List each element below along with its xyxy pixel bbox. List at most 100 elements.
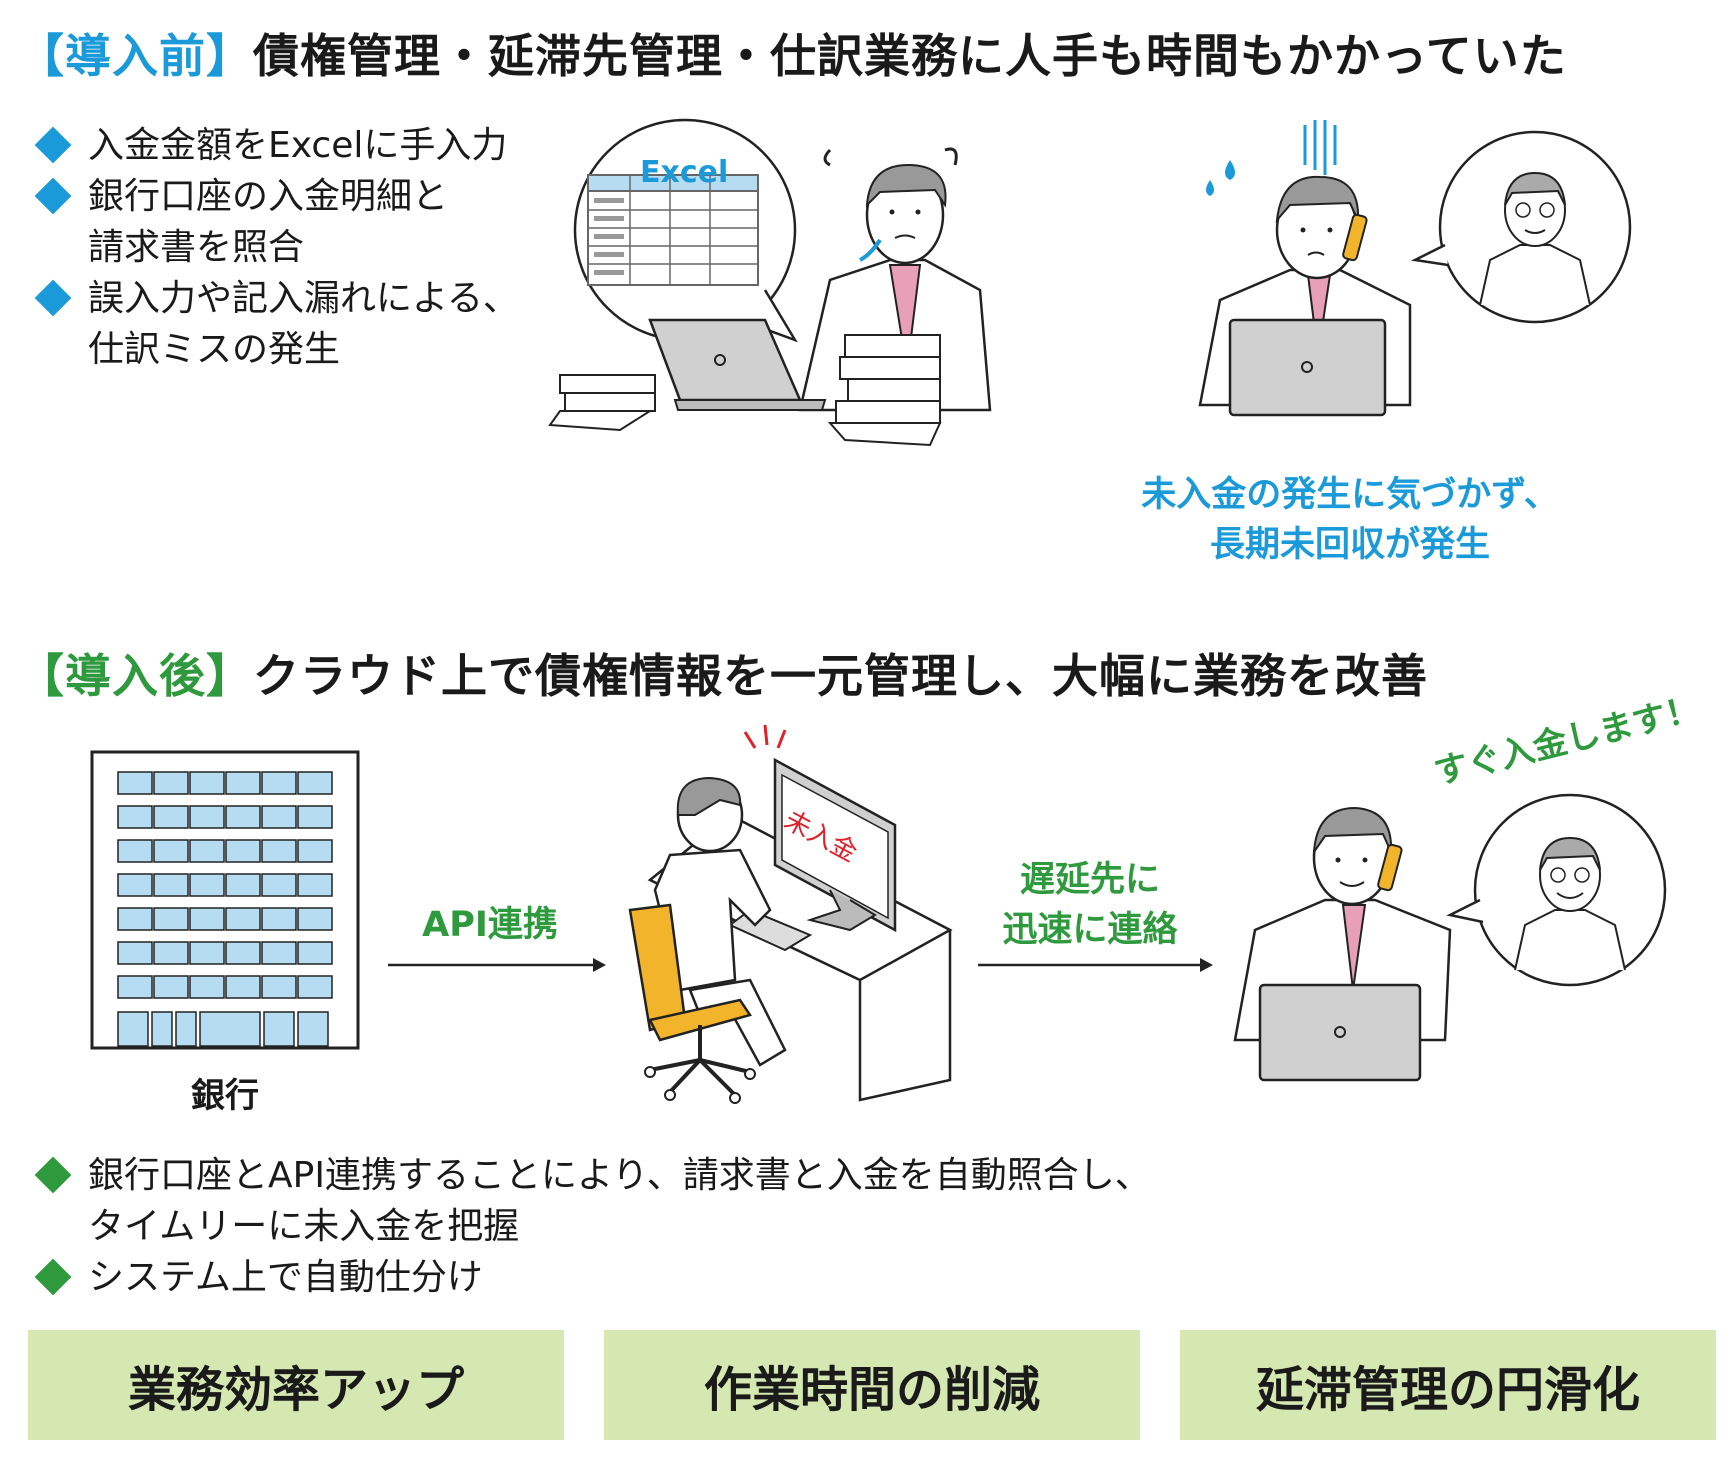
building-window [117,907,153,931]
before-heading: 【導入前】債権管理・延滞先管理・仕訳業務に人手も時間もかかっていた [18,20,1567,86]
benefit-box-time-reduction: 作業時間の削減 [604,1330,1140,1440]
building-window [117,839,153,863]
building-window [297,873,333,897]
building-window [153,975,189,999]
before-caption: 未入金の発生に気づかず、 長期未回収が発生 [1141,475,1559,565]
after-bullet-list: 銀行口座とAPI連携することにより、請求書と入金を自動照合し、 タイムリーに未入… [32,1150,1232,1303]
building-window [261,805,297,829]
building-entrance [297,1011,329,1047]
building-window [189,941,225,965]
excel-label: Excel [640,155,729,190]
building-window [189,839,225,863]
phone-icon [1377,843,1403,892]
after-bullet-1-cont: タイムリーに未入金を把握 [88,1206,520,1247]
diamond-icon [34,279,72,317]
building-window [189,873,225,897]
building-window [153,805,189,829]
client-speech-bubble [1446,793,1667,987]
before-bullet-2-cont: 請求書を照合 [88,227,305,268]
after-title: クラウド上で債権情報を一元管理し、大幅に業務を改善 [253,649,1428,703]
before-tag: 【導入前】 [18,29,253,83]
after-heading: 【導入後】クラウド上で債権情報を一元管理し、大幅に業務を改善 [18,640,1428,706]
building-window [297,805,333,829]
stress-lines [1303,120,1337,175]
building-window [189,771,225,795]
building-window [261,941,297,965]
building-window [117,873,153,897]
building-window [153,771,189,795]
diamond-icon [34,177,72,215]
alert-lines [743,724,787,749]
client-speech-bubble [1410,130,1632,324]
building-window [189,805,225,829]
after-tag: 【導入後】 [18,649,253,703]
client-reply-text: すぐ入金します！ [1430,688,1704,794]
building-window [297,839,333,863]
bank-building-icon [90,750,360,1050]
building-window [117,805,153,829]
arrow-right-icon [388,958,606,972]
laptop-icon [1228,318,1387,417]
building-window [117,975,153,999]
building-window [189,975,225,999]
paper-stack-right [827,334,942,447]
contact-label: 遅延先に 迅速に連絡 [1002,860,1178,950]
building-window [225,771,261,795]
building-window [297,975,333,999]
before-bullet-3-cont: 仕訳ミスの発生 [88,329,341,370]
building-window [261,975,297,999]
building-window [153,907,189,931]
before-bullet-1: 入金金額をExcelに手入力 [32,120,552,171]
building-entrance [117,1011,149,1047]
building-window [117,941,153,965]
paper-stack-left [548,374,656,432]
building-window [261,873,297,897]
building-entrance [151,1011,173,1047]
benefit-box-delinquency: 延滞管理の円滑化 [1180,1330,1716,1440]
benefit-box-efficiency: 業務効率アップ [28,1330,564,1440]
sweat-drop-icon [1206,180,1214,196]
building-window [189,907,225,931]
before-bullet-list: 入金金額をExcelに手入力 銀行口座の入金明細と 請求書を照合 誤入力や記入漏… [32,120,552,375]
building-window [225,907,261,931]
before-bullet-3: 誤入力や記入漏れによる、 [32,273,552,324]
building-entrance [175,1011,197,1047]
phone-icon [1342,213,1368,262]
building-window [297,941,333,965]
building-window [225,873,261,897]
building-window [225,975,261,999]
api-label: API連携 [422,905,558,945]
building-entrance [199,1011,261,1047]
sweat-drop-icon [1225,160,1235,180]
bank-label: 銀行 [191,1076,259,1116]
after-bullet-1: 銀行口座とAPI連携することにより、請求書と入金を自動照合し、 [32,1150,1232,1201]
building-window [225,839,261,863]
building-window [225,941,261,965]
worried-worker-phone-illustration [1198,120,1632,417]
building-window [225,805,261,829]
diamond-icon [34,1156,72,1194]
arrow-right-icon [978,958,1213,972]
diamond-icon [34,1258,72,1296]
worker-figure [653,776,787,1067]
before-title: 債権管理・延滞先管理・仕訳業務に人手も時間もかかっていた [253,29,1567,83]
office-worker-computer-illustration [628,724,953,1104]
worker-calling-client-illustration [1233,793,1667,1082]
building-window [297,771,333,795]
laptop-icon [1258,983,1422,1082]
monitor-icon [773,757,897,933]
before-bullet-2: 銀行口座の入金明細と [32,171,552,222]
building-window [261,771,297,795]
building-window [117,771,153,795]
building-window [261,839,297,863]
overworked-worker-illustration [548,118,992,447]
building-window [153,873,189,897]
after-bullet-2: システム上で自動仕分け [32,1252,1232,1303]
building-windows [117,771,333,1047]
building-window [297,907,333,931]
excel-speech-bubble [573,118,798,343]
building-window [261,907,297,931]
building-window [153,941,189,965]
office-chair-icon [628,903,756,1104]
building-window [153,839,189,863]
